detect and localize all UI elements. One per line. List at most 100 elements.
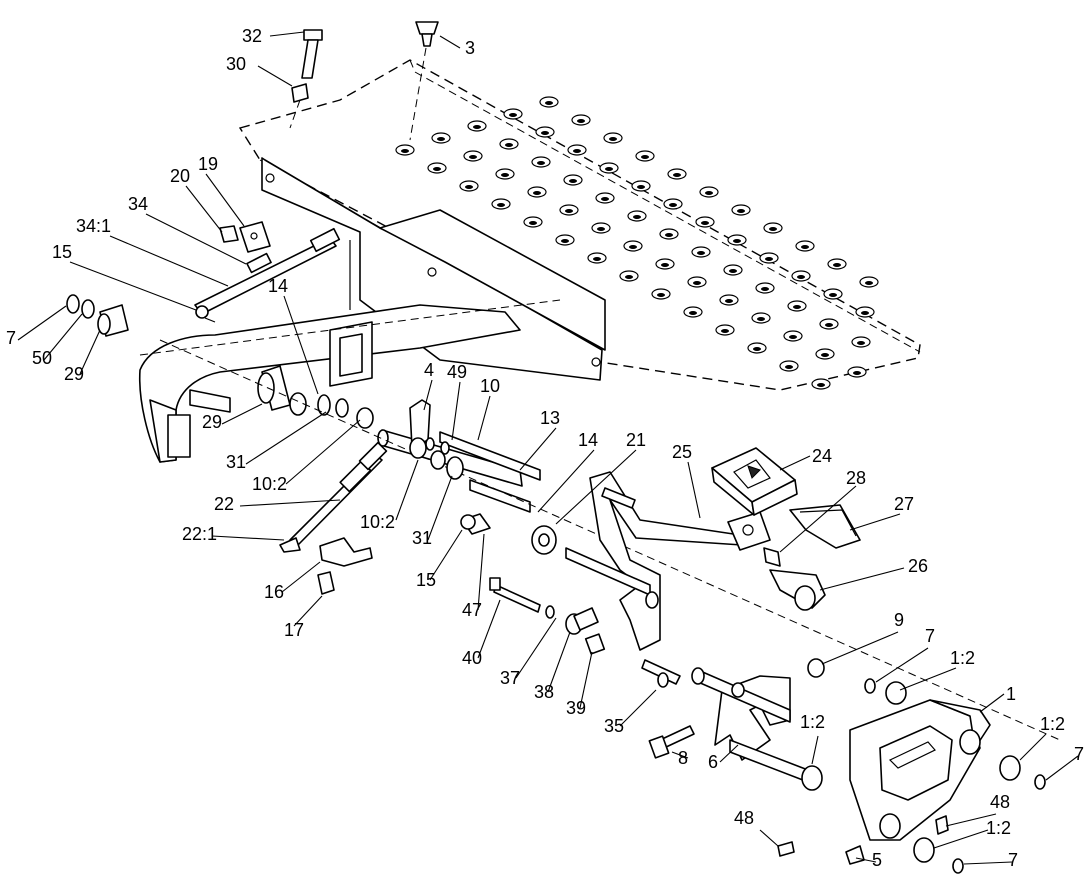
leader-line [221, 403, 263, 425]
leader-line [945, 813, 997, 827]
callout-14-lower: 14 [578, 430, 598, 450]
lever-4 [409, 399, 464, 480]
leader-line [979, 693, 1005, 713]
plate-hole-inner [541, 131, 549, 135]
plate-hole-inner [721, 329, 729, 333]
plate-hole-inner [597, 227, 605, 231]
plate-hole-inner [689, 311, 697, 315]
plate-hole-inner [729, 269, 737, 273]
callout-35: 35 [604, 716, 624, 736]
callout-24: 24 [812, 446, 832, 466]
bolt-assembly [489, 577, 606, 655]
plate-hole-inner [661, 263, 669, 267]
leader-line [269, 31, 305, 37]
callout-3: 3 [465, 38, 475, 58]
callout-1-2-mid: 1:2 [800, 712, 825, 732]
plate-hole-inner [797, 275, 805, 279]
ball-joint [460, 513, 491, 535]
callout-39: 39 [566, 698, 586, 718]
callout-22: 22 [214, 494, 234, 514]
leader-line [281, 561, 321, 593]
leader-line [719, 744, 739, 763]
callout-21: 21 [626, 430, 646, 450]
latch-parts [763, 504, 861, 611]
callout-13: 13 [540, 408, 560, 428]
leader-line [515, 617, 557, 679]
leader-line [43, 313, 83, 361]
leader-line [555, 449, 637, 525]
leader-line [963, 861, 1013, 865]
callout-28: 28 [846, 468, 866, 488]
plate-hole-inner [761, 287, 769, 291]
callout-50: 50 [32, 348, 52, 368]
plate-hole-inner [861, 311, 869, 315]
callout-38: 38 [534, 682, 554, 702]
plate-hole-inner [565, 209, 573, 213]
plate-hole-inner [753, 347, 761, 351]
plate-hole-inner [665, 233, 673, 237]
top-bolts [289, 21, 439, 141]
callout-5: 5 [872, 850, 882, 870]
leader-line [811, 735, 819, 765]
callout-14-upper: 14 [268, 276, 288, 296]
plate-hole-inner [733, 239, 741, 243]
callout-30: 30 [226, 54, 246, 74]
left-bushings [66, 294, 374, 429]
plate-hole-inner [829, 293, 837, 297]
leader-line [205, 173, 245, 227]
plate-hole-inner [701, 221, 709, 225]
leader-line [423, 379, 433, 411]
leader-line [687, 461, 701, 519]
leader-line [619, 689, 657, 727]
plate-hole-inner [801, 245, 809, 249]
callout-10-2-upper: 10:2 [252, 474, 287, 494]
plate-hole-inner [669, 203, 677, 207]
callout-1: 1 [1006, 684, 1016, 704]
plate-hole-inner [765, 257, 773, 261]
plate-hole-inner [857, 341, 865, 345]
leader-line [285, 419, 361, 485]
plate-hole-inner [693, 281, 701, 285]
callout-6: 6 [708, 752, 718, 772]
plate-hole-inner [537, 161, 545, 165]
plate-hole-inner [545, 101, 553, 105]
plate-bracket [261, 157, 606, 381]
plate-hole-inner [817, 383, 825, 387]
plate-hole-inner [697, 251, 705, 255]
callout-10: 10 [480, 376, 500, 396]
lower-cable [279, 441, 388, 553]
plate-hole-inner [573, 149, 581, 153]
plate-hole-inner [593, 257, 601, 261]
plate-hole-inner [473, 125, 481, 129]
leader-line [537, 449, 595, 513]
leader-line [547, 631, 571, 693]
plate-hole-inner [625, 275, 633, 279]
callout-1-2-bottom: 1:2 [986, 818, 1011, 838]
leader-line [759, 829, 779, 847]
callout-37: 37 [500, 668, 520, 688]
pedal-arm [565, 471, 771, 688]
plate-hole-inner [497, 203, 505, 207]
callout-8: 8 [678, 748, 688, 768]
leader-line [1019, 733, 1047, 761]
leader-line [451, 381, 461, 441]
leader-line [899, 667, 957, 691]
plate-hole-inner [633, 215, 641, 219]
plate-hole-inner [577, 119, 585, 123]
leader-line [477, 395, 491, 441]
plate-hole-inner [505, 143, 513, 147]
leader-line [779, 485, 857, 553]
callout-10-2-lower: 10:2 [360, 512, 395, 532]
leader-line [427, 475, 453, 541]
plate-hole-inner [833, 263, 841, 267]
leader-line [211, 535, 285, 541]
plate-hole-inner [469, 155, 477, 159]
leader-line [849, 513, 901, 531]
plate-hole-inner [673, 173, 681, 177]
callout-47: 47 [462, 600, 482, 620]
plate-hole-inner [437, 137, 445, 141]
leader-line [821, 631, 899, 665]
callout-19: 19 [198, 154, 218, 174]
pedal-6 [691, 658, 825, 783]
